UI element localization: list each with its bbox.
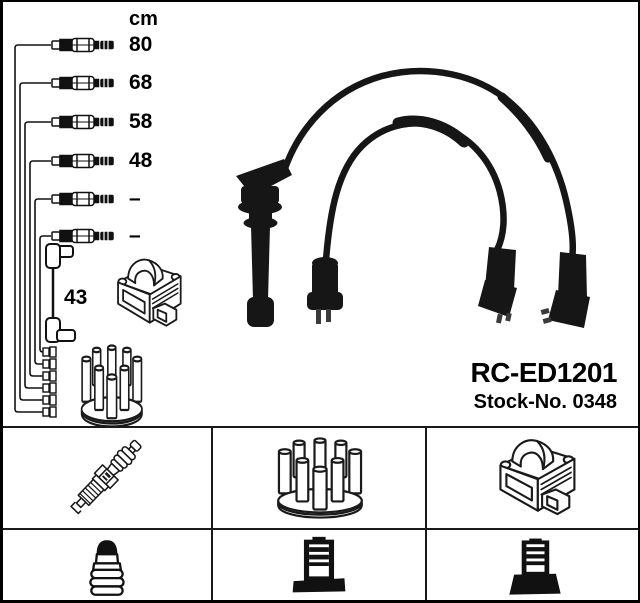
coil-wire-length-label: 43: [64, 286, 88, 309]
cylinder-connector: [307, 257, 343, 324]
elbow-boot-middle: [478, 247, 517, 324]
lead-length-3: 58: [129, 110, 153, 133]
elbow-boot-right: [540, 252, 590, 328]
boot-flat-base-connection-icon: [292, 536, 346, 592]
legend-cell-spark-plug: [0, 428, 213, 530]
lead-length-4: 48: [129, 149, 153, 172]
diagram-canvas: [14, 37, 590, 426]
legend-cell-ignition-coil: [427, 428, 640, 530]
measure-unit-header: cm: [129, 8, 158, 30]
harness-end-connectors: [42, 346, 57, 418]
ignition-lead-icons: [51, 37, 114, 244]
part-number: RC-ED1201: [470, 357, 618, 388]
distributor-cap-icon: [80, 344, 144, 426]
legend-cell-boot-flat: [213, 530, 427, 603]
lead-length-5: –: [129, 187, 141, 210]
spark-plug-icon: [65, 435, 147, 518]
connection-legend-grid: [0, 426, 640, 603]
wire-harness-bundle: [14, 44, 51, 413]
ignition-coil-icon: [499, 439, 576, 516]
legend-cell-boot-flare: [427, 530, 640, 603]
lead-length-1: 80: [129, 33, 153, 56]
ignition-coil-icon: [117, 258, 182, 327]
straight-plug-boot: [236, 159, 292, 327]
distributor-cap-icon: [277, 437, 363, 519]
stock-number: Stock-No. 0348: [473, 391, 617, 413]
coil-wire-icon: [45, 243, 76, 343]
lead-length-6: –: [129, 224, 141, 247]
cable-set-photo: [236, 67, 590, 328]
legend-cell-distributor-cap: [213, 428, 427, 530]
lead-length-2: 68: [129, 71, 153, 94]
legend-cell-terminal-nut: [0, 530, 213, 603]
terminal-nut-connection-icon: [89, 539, 125, 596]
boot-flared-base-connection-icon: [509, 538, 561, 595]
